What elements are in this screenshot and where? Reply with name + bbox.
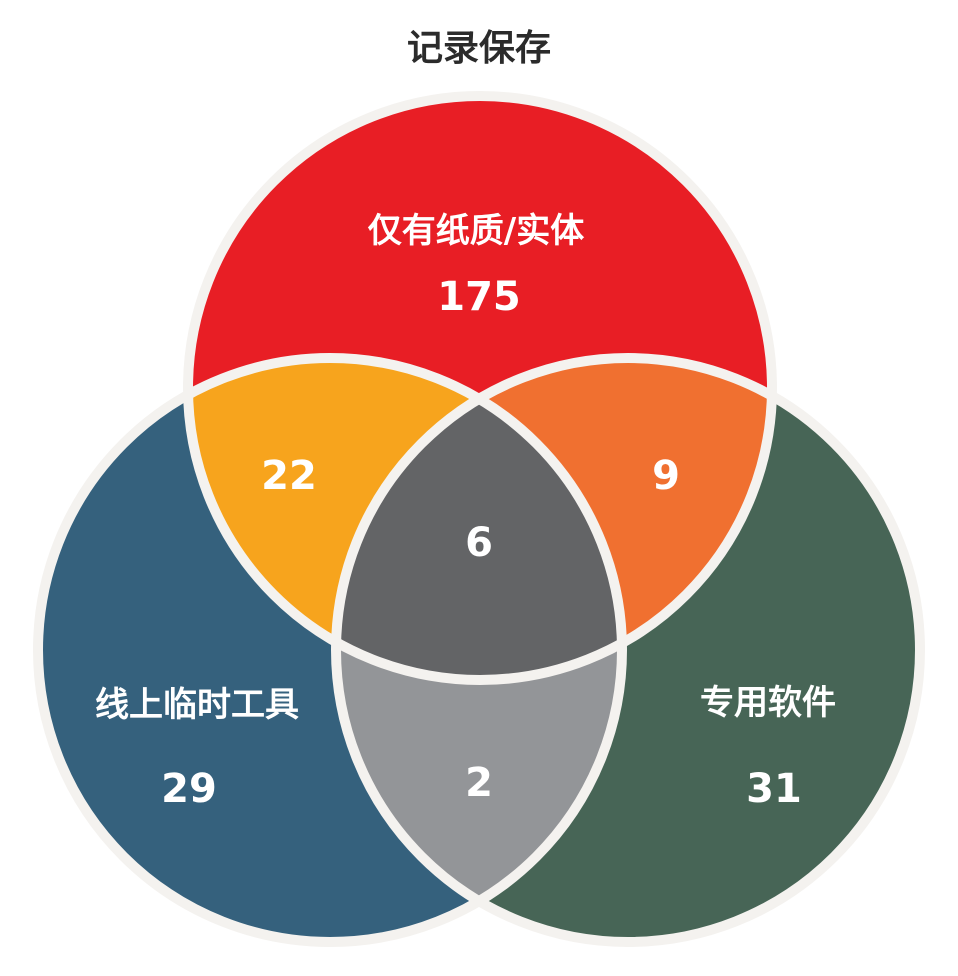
count-paper-only: 175	[437, 274, 521, 320]
region-all-three	[336, 358, 622, 680]
label-paper-only: 仅有纸质/实体	[368, 211, 584, 251]
count-online-tools: 29	[161, 766, 217, 812]
outline-software	[331, 353, 925, 947]
outline-paper	[183, 91, 777, 685]
count-all-three: 6	[465, 520, 493, 566]
label-dedicated-software: 专用软件	[700, 683, 836, 723]
diagram-title: 记录保存	[407, 28, 551, 69]
circle-outlines	[33, 91, 925, 947]
outline-online	[33, 353, 627, 947]
count-dedicated-software: 31	[746, 766, 802, 812]
count-paper-online: 22	[261, 453, 317, 499]
count-online-software: 2	[465, 760, 493, 806]
count-paper-software: 9	[652, 453, 680, 499]
label-online-tools: 线上临时工具	[95, 685, 299, 725]
